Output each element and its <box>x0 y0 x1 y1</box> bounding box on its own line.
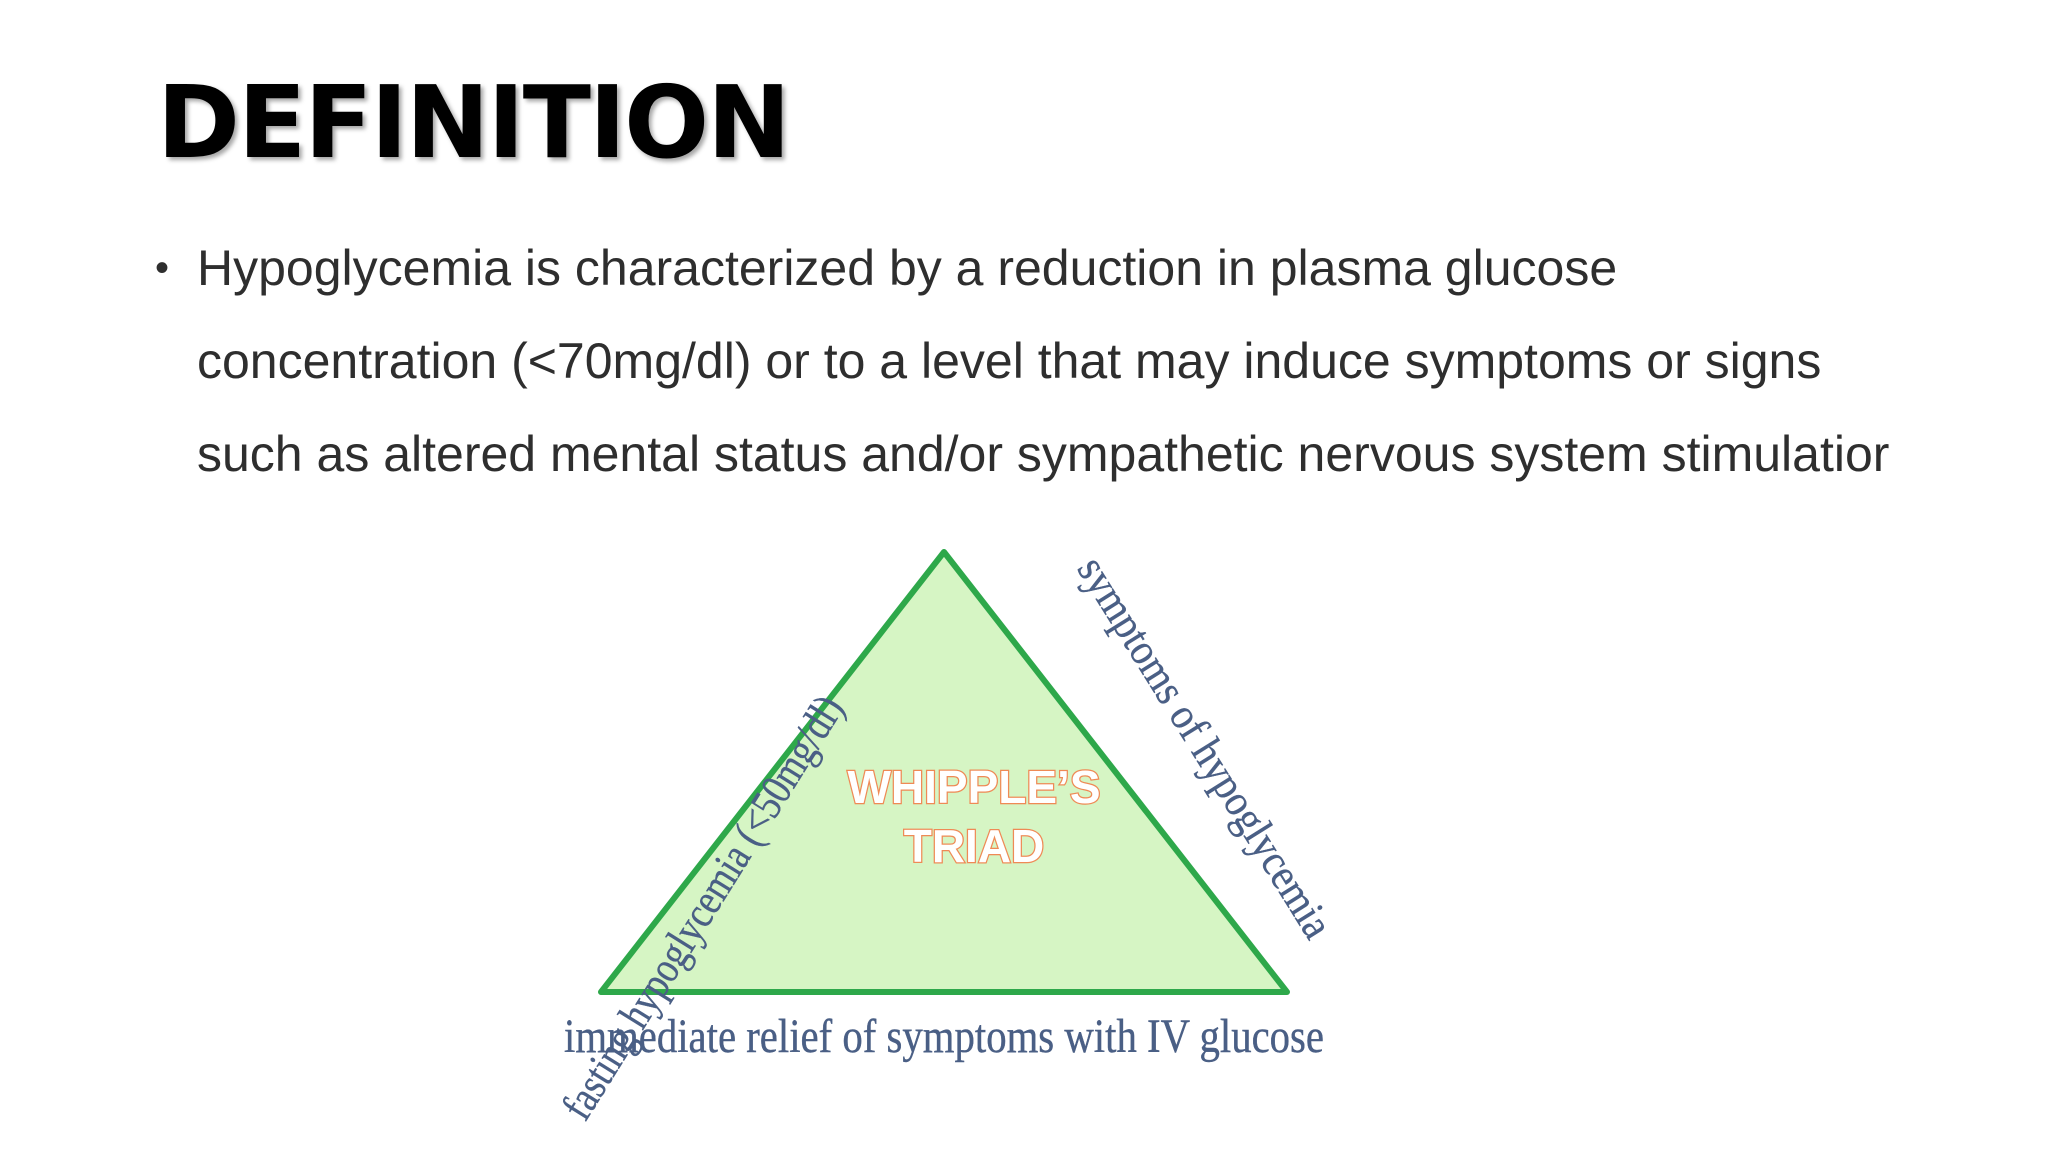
bottom-label: immediate relief of symptoms with IV glu… <box>564 1010 1324 1063</box>
triad-title-line1: WHIPPLE’S <box>847 761 1100 813</box>
slide-title: DEFINITION <box>157 64 791 181</box>
triad-title-line2: TRIAD <box>904 820 1045 872</box>
triad-svg: fasting hypoglycemia (<50mg/dl) symptoms… <box>552 548 1343 1129</box>
bullet-text: Hypoglycemia is characterized by a reduc… <box>197 240 1890 482</box>
triad-triangle <box>598 549 1290 995</box>
whipples-triad-diagram: fasting hypoglycemia (<50mg/dl) symptoms… <box>500 505 1400 1129</box>
bullet-marker: • <box>155 246 170 290</box>
bullet-item: • Hypoglycemia is characterized by a red… <box>155 222 1915 501</box>
